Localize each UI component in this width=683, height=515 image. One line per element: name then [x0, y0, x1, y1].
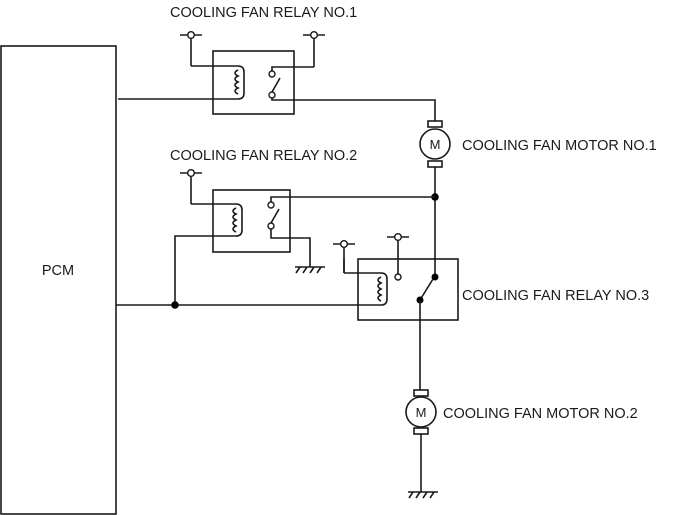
- motor-2-label: COOLING FAN MOTOR NO.2: [443, 406, 638, 422]
- junction-pcm: [171, 301, 179, 309]
- motor-2-ground-icon: [408, 491, 438, 499]
- relay-3-coil: [344, 272, 388, 306]
- relay-2: COOLING FAN RELAY NO.2: [170, 148, 435, 305]
- motor-1-label: COOLING FAN MOTOR NO.1: [462, 138, 657, 154]
- relay-1-body: [212, 50, 295, 115]
- relay-1-label: COOLING FAN RELAY NO.1: [170, 5, 357, 21]
- relay-1-power-terminal-left: [180, 31, 202, 66]
- relay-2-coil: [174, 203, 243, 305]
- relay-3-switch: [394, 273, 439, 392]
- relay-2-ground-icon: [295, 266, 325, 274]
- motor-2: M COOLING FAN MOTOR NO.2: [405, 389, 638, 492]
- relay-3-label: COOLING FAN RELAY NO.3: [462, 288, 649, 304]
- relay-1-coil: [118, 65, 245, 100]
- relay-3: COOLING FAN RELAY NO.3: [333, 232, 649, 392]
- pcm-label: PCM: [42, 263, 74, 279]
- relay-3-body: [357, 258, 459, 321]
- relay-2-body: [212, 189, 291, 253]
- pcm-module: PCM: [0, 45, 117, 515]
- relay-2-label: COOLING FAN RELAY NO.2: [170, 148, 357, 164]
- motor-2-symbol: M: [416, 405, 427, 420]
- motor-1-symbol: M: [430, 137, 441, 152]
- relay-1: COOLING FAN RELAY NO.1: [118, 5, 436, 121]
- relay-1-power-terminal-right: [303, 31, 325, 67]
- relay-2-power-terminal: [180, 168, 202, 204]
- relay-1-switch: [268, 66, 436, 121]
- motor-1: M COOLING FAN MOTOR NO.1: [419, 120, 657, 168]
- relay-2-switch: [267, 196, 435, 267]
